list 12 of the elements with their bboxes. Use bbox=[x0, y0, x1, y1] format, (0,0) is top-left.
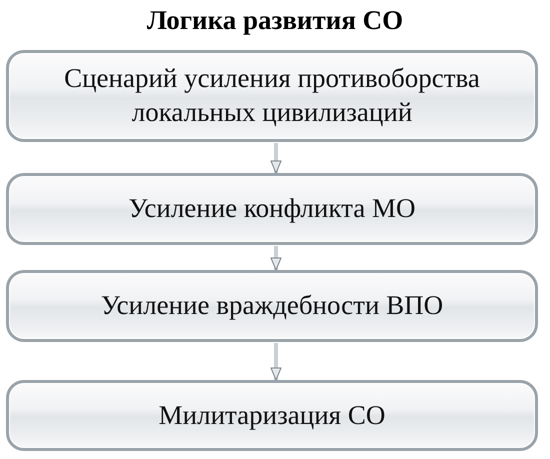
arrow bbox=[270, 143, 282, 174]
box-text: Усиление враждебности ВПО bbox=[100, 289, 444, 322]
process-box bbox=[6, 270, 538, 342]
process-box bbox=[6, 380, 538, 451]
process-box bbox=[6, 50, 538, 142]
box-text: Усиление конфликта МО bbox=[128, 192, 416, 226]
arrow bbox=[270, 343, 282, 380]
diagram-title: Логика развития СО bbox=[146, 5, 404, 36]
arrow bbox=[270, 246, 282, 270]
box-text: Милитаризация СО bbox=[158, 398, 386, 432]
box-text: Сценарий усиления противоборства локальных цивилизаций bbox=[63, 62, 481, 129]
process-box bbox=[6, 173, 538, 245]
